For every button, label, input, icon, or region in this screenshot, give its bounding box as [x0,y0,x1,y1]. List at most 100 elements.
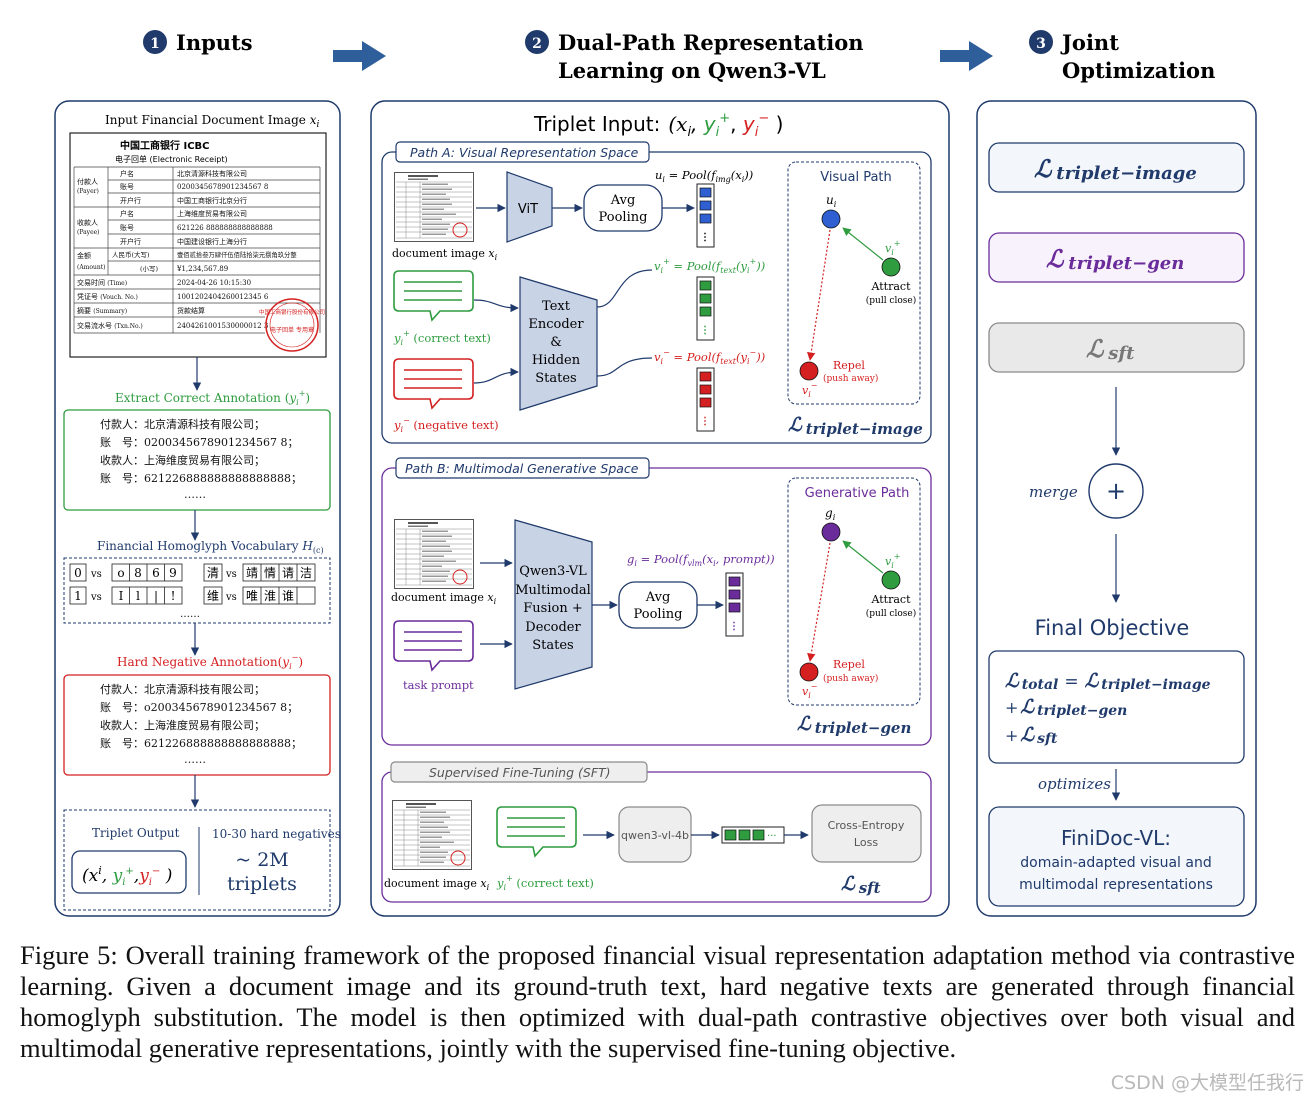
step-2-title-line2: Learning on Qwen3-VL [558,58,826,83]
receipt-group-summary: 摘要 (Summary) [77,306,127,315]
ce-loss-label: Loss [854,836,878,849]
v-minus-node-b [799,662,819,682]
receipt-value: 中国建设银行上海分行 [177,237,247,246]
header-arrow-2 [940,41,993,71]
sft-correct-text-icon [496,806,577,858]
receipt-sub-payee: (Payee) [77,229,100,236]
v-plus-node-b [881,570,901,590]
receipt-group-payee: 收款人 [77,218,98,227]
svg-text:⋮: ⋮ [700,232,710,243]
finidoc-desc: multimodal representations [1019,877,1213,893]
triplets-word: triplets [227,873,297,895]
correct-annotation-box [63,409,331,511]
correct-line: 账 号：621226888888888888888； [100,472,302,485]
v-minus-vector: ⋮ [696,367,715,432]
avg-pooling-b-label: Avg [645,590,671,605]
doc-title: Input Financial Document Image xi [105,113,319,130]
receipt-field: (小写) [140,264,159,273]
receipt-value: 0200345678901234567 8 [177,183,268,191]
receipt-stamp: 中国工商银行股份有限公司 电子回单 专用章 [259,298,325,352]
receipt-field: 账号 [120,223,134,232]
step-1-header: 1 Inputs [143,30,253,55]
receipt-field: 开户行 [120,196,141,205]
doc-image-label-a: document image xi [392,247,498,262]
receipt-value: 2024-04-26 10:15:30 [177,279,251,287]
step-1-number: 1 [150,36,160,52]
vocab-candidate: 8 [134,566,142,580]
step-3-number: 3 [1036,36,1046,52]
receipt-value: 621226 888888888888888 [177,224,273,232]
vocab-table: 0 vs o 8 6 9 清 vs 靖 情 请 洁 1 vs I l | ! 维… [69,563,316,620]
avg-pooling-a-label: Pooling [599,210,648,225]
hard-line: 收款人：上海淮度贸易有限公司； [100,718,265,732]
vocab-source: 维 [207,589,219,603]
receipt-field: 人民币(大写) [112,250,150,259]
qwen-model-label: qwen3-vl-4b [621,829,689,842]
repel-label-b: Repel [833,658,865,671]
v-plus-formula: vi+ = Pool(ftext(yi+)) [654,257,765,275]
correct-ellipsis: …… [184,488,206,501]
receipt-value: 货款结算 [177,306,205,315]
receipt-sub-amount: (Amount) [77,264,105,271]
vocab-source: 1 [74,589,82,603]
v-minus-formula: vi− = Pool(ftext(yi−)) [654,348,765,366]
vocab-candidate: ! [171,589,176,603]
path-a-tab [395,141,650,163]
visual-path-label: Visual Path [820,170,892,185]
receipt-image: 中国工商银行 ICBC 电子回单 (Electronic Receipt) 付款… [69,132,327,358]
correct-text-icon [393,270,474,322]
extract-label: Extract Correct Annotation (yi+) [115,389,310,407]
correct-text-label: yi+ (correct text) [393,329,491,347]
loss-triplet-gen-box [988,232,1245,283]
doc-thumbnail [394,172,474,242]
sft-tab [390,761,648,783]
triplet-formula-box [71,850,187,894]
hard-line: 付款人：北京清源科技有限公司； [100,682,265,696]
header-arrow-1 [333,41,386,71]
svg-text:⋮: ⋮ [729,621,739,632]
vocab-vs: vs [225,569,237,580]
correct-line: 付款人：北京清源科技有限公司； [100,417,265,431]
optimizes-label: optimizes [1038,775,1111,793]
step-3-title-line1: Joint [1060,30,1119,55]
push-away-label-b: (push away) [823,673,878,684]
sft-correct-text-label: yi+ (correct text) [496,874,594,892]
receipt-group-time: 交易时间 (Time) [77,278,127,287]
qwen-block-label: Qwen3-VL [519,564,587,579]
receipt-group-txn: 交易流水号 (Txn.No.) [77,321,143,330]
receipt-sub-payer: (Payer) [77,188,99,195]
u-node [821,209,841,229]
receipt-group-amount: 金额 [77,251,91,260]
v-minus-node [799,361,819,381]
attract-label: Attract [871,280,912,293]
negative-text-label: yi− (negative text) [393,416,499,434]
sft-token-vector: ··· [721,826,785,844]
figure-caption: Figure 5: Overall training framework of … [20,940,1295,1063]
negative-text-icon [393,358,474,410]
cross-entropy-box [811,804,922,863]
text-encoder-label: Encoder [528,317,584,332]
receipt-title: 电子回单 (Electronic Receipt) [115,154,228,164]
step-2-header: 2 Dual-Path Representation Learning on Q… [525,30,864,83]
text-encoder-block [519,276,598,411]
receipt-value: 中国工商银行北京分行 [177,196,247,205]
merge-node [1088,463,1144,519]
svg-text:⋮: ⋮ [700,416,710,427]
triplet-count: ~ 2M [235,849,289,871]
hard-label: Hard Negative Annotation(yi−) [117,653,303,671]
generative-path-label: Generative Path [805,486,910,501]
hard-negative-box [63,674,331,776]
vocab-candidate: l [136,589,140,603]
receipt-field: 账号 [120,182,134,191]
vocab-candidate: 洁 [300,566,312,580]
vocab-candidate: 靖 [246,566,258,580]
hard-neg-count: 10-30 hard negatives [212,827,341,841]
receipt-field: 户名 [120,169,134,178]
vocab-candidate: 唯 [246,589,258,603]
loss-triplet-image-box [988,142,1245,193]
g-vector: ⋮ [725,572,744,637]
vit-label: ViT [518,202,538,217]
vocab-source: 清 [207,566,219,580]
